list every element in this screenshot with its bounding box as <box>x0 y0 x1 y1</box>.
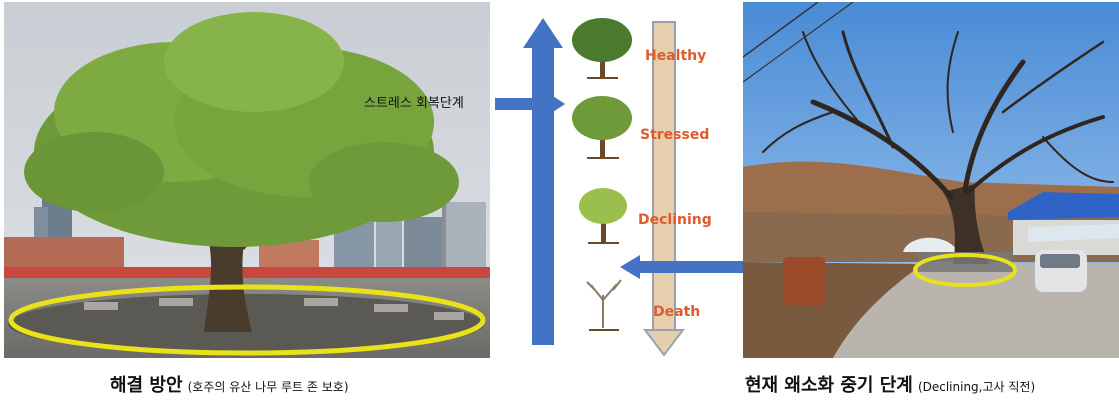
stage-death-label: Death <box>653 304 700 320</box>
recovery-arrow-head <box>523 18 563 48</box>
left-caption-subtitle: (호주의 유산 나무 루트 존 보호) <box>187 380 349 394</box>
decline-arrow-shaft <box>652 21 676 335</box>
healthy-tree-icon <box>572 18 632 79</box>
stage-declining-label: Declining <box>638 212 712 228</box>
right-caption-title: 현재 왜소화 중기 단계 <box>745 375 913 396</box>
recovery-arrow-shaft <box>532 45 554 345</box>
stress-arrow-head <box>547 92 565 116</box>
current-stage-arrow <box>620 255 745 279</box>
left-tree-photo <box>4 2 490 358</box>
stage-stressed-label: Stressed <box>640 127 709 143</box>
right-tree-photo <box>743 2 1119 358</box>
dead-tree-icon <box>586 279 622 331</box>
right-caption: 현재 왜소화 중기 단계 (Declining,고사 직전) <box>745 371 1035 397</box>
stressed-tree-icon <box>572 96 632 159</box>
stress-arrow-shaft <box>495 98 547 110</box>
stress-recovery-label: 스트레스 회복단계 <box>364 96 464 111</box>
left-caption-title: 해결 방안 <box>110 375 183 396</box>
decline-arrow-head <box>642 329 686 357</box>
left-caption: 해결 방안 (호주의 유산 나무 루트 존 보호) <box>110 371 349 397</box>
right-caption-subtitle: (Declining,고사 직전) <box>917 380 1036 394</box>
stage-healthy-label: Healthy <box>645 48 706 64</box>
declining-tree-icon <box>579 188 627 244</box>
tree-health-diagram: Healthy Stressed Declining Death <box>495 0 740 360</box>
